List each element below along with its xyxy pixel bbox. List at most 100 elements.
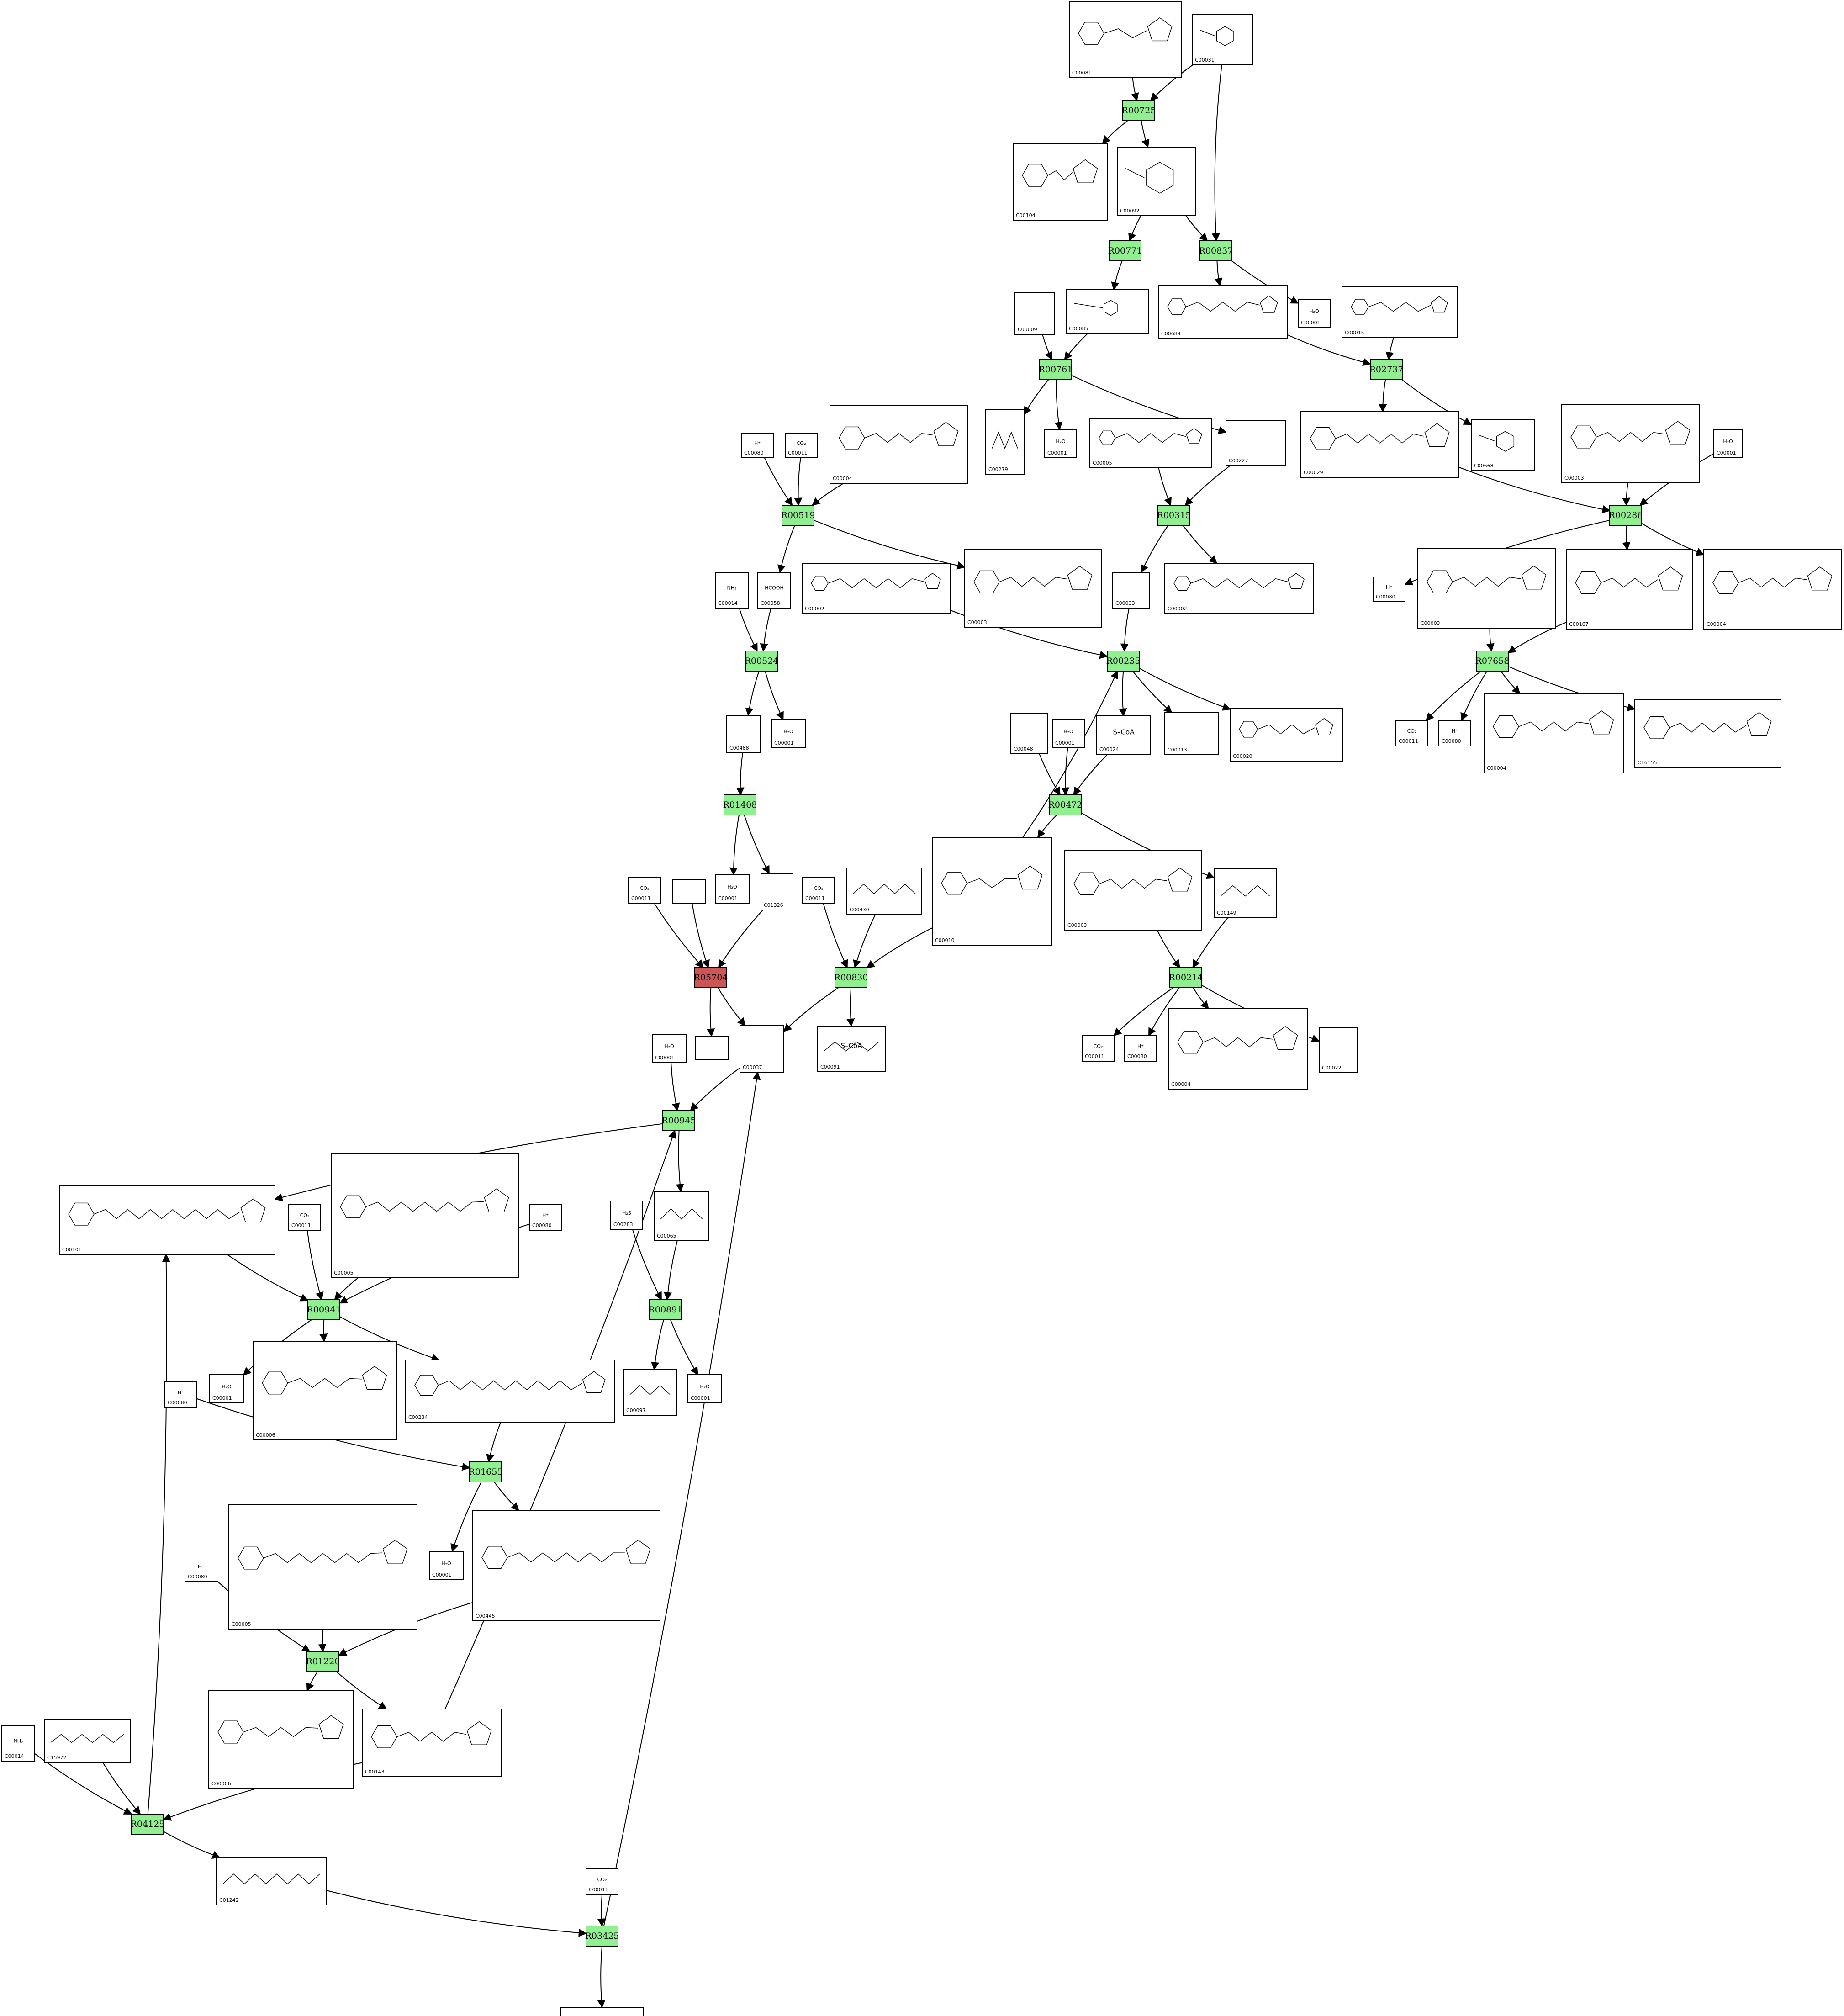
compound-c16155[interactable]: C16155 bbox=[1634, 699, 1781, 768]
compound-c00080a[interactable]: H⁺C00080 bbox=[741, 433, 774, 458]
compound-c00015[interactable]: C00015 bbox=[1342, 286, 1458, 338]
reaction-r00286[interactable]: R00286 bbox=[1609, 505, 1643, 526]
compound-c00167[interactable]: C00167 bbox=[1566, 549, 1693, 630]
compound-c00430[interactable]: C00430 bbox=[846, 868, 922, 915]
compound-c00003b[interactable]: C00003 bbox=[964, 549, 1102, 628]
compound-c00104[interactable]: C00104 bbox=[1013, 143, 1108, 221]
compound-unknown2[interactable] bbox=[695, 1036, 729, 1060]
reaction-r00891[interactable]: R00891 bbox=[649, 1299, 683, 1320]
compound-c00003a[interactable]: C00003 bbox=[1561, 404, 1700, 483]
compound-c00080d[interactable]: H⁺C00080 bbox=[1124, 1035, 1157, 1062]
reaction-r00524[interactable]: R00524 bbox=[745, 651, 779, 672]
reaction-r00771[interactable]: R00771 bbox=[1108, 240, 1142, 261]
compound-c00080c[interactable]: H⁺C00080 bbox=[1438, 720, 1471, 746]
reaction-r00837[interactable]: R00837 bbox=[1199, 240, 1233, 261]
compound-c00279[interactable]: C00279 bbox=[985, 409, 1025, 475]
compound-c01242[interactable]: C01242 bbox=[216, 1857, 327, 1905]
reaction-r01408[interactable]: R01408 bbox=[723, 794, 757, 815]
compound-c00004a[interactable]: C00004 bbox=[830, 405, 968, 484]
compound-c00009[interactable]: C00009 bbox=[1014, 292, 1055, 335]
compound-c00488[interactable]: C00488 bbox=[726, 715, 761, 753]
reaction-r00725[interactable]: R00725 bbox=[1122, 100, 1156, 121]
reaction-r00214[interactable]: R00214 bbox=[1169, 967, 1203, 988]
reaction-r04125[interactable]: R04125 bbox=[131, 1814, 165, 1835]
compound-c00048[interactable]: C00048 bbox=[1010, 713, 1048, 754]
compound-c00031[interactable]: C00031 bbox=[1192, 14, 1253, 65]
compound-c00227[interactable]: C00227 bbox=[1226, 420, 1286, 466]
compound-c00005[interactable]: C00005 bbox=[1089, 418, 1212, 468]
reaction-r00315[interactable]: R00315 bbox=[1157, 505, 1191, 526]
compound-c00004c[interactable]: C00004 bbox=[1484, 693, 1624, 773]
compound-c00668[interactable]: C00668 bbox=[1471, 419, 1535, 471]
compound-c00029[interactable]: C00029 bbox=[1300, 411, 1459, 478]
compound-c00234[interactable]: C00234 bbox=[405, 1360, 615, 1423]
compound-c00002a[interactable]: C00002 bbox=[802, 563, 951, 614]
reaction-r07658[interactable]: R07658 bbox=[1475, 651, 1510, 672]
compound-c00080g[interactable]: H⁺C00080 bbox=[185, 1556, 217, 1582]
compound-c00445[interactable]: C00445 bbox=[472, 1510, 660, 1621]
compound-c00143[interactable]: C00143 bbox=[362, 1709, 502, 1777]
reaction-r02737[interactable]: R02737 bbox=[1369, 359, 1404, 380]
compound-c00006a[interactable]: C00006 bbox=[253, 1341, 397, 1440]
reaction-r01655[interactable]: R01655 bbox=[469, 1461, 503, 1482]
compound-c00004b[interactable]: C00004 bbox=[1703, 549, 1842, 630]
compound-c00149[interactable]: C00149 bbox=[1214, 868, 1277, 918]
compound-c00097[interactable]: C00097 bbox=[623, 1369, 677, 1416]
reaction-r01220[interactable]: R01220 bbox=[306, 1651, 340, 1672]
compound-c00065[interactable]: C00065 bbox=[654, 1191, 709, 1241]
compound-c00092[interactable]: C00092 bbox=[1117, 147, 1196, 216]
compound-c00081[interactable]: C00081 bbox=[1069, 1, 1182, 78]
compound-c00080e[interactable]: H⁺C00080 bbox=[529, 1204, 562, 1231]
reaction-r00235[interactable]: R00235 bbox=[1106, 651, 1141, 672]
reaction-r00519[interactable]: R00519 bbox=[781, 505, 815, 526]
compound-c00085[interactable]: C00085 bbox=[1066, 289, 1149, 334]
compound-c00003c[interactable]: C00003 bbox=[1417, 548, 1556, 629]
compound-c15972[interactable]: C15972 bbox=[44, 1719, 131, 1763]
reaction-r00941[interactable]: R00941 bbox=[307, 1299, 341, 1320]
reaction-r05704[interactable]: R05704 bbox=[694, 967, 728, 988]
compound-c00005b[interactable]: C00005 bbox=[331, 1153, 519, 1278]
reaction-r00472[interactable]: R00472 bbox=[1048, 794, 1083, 815]
compound-c00002b[interactable]: C00002 bbox=[1164, 563, 1314, 614]
compound-c00003d[interactable]: C00003 bbox=[1064, 850, 1202, 931]
compound-c00022[interactable]: C00022 bbox=[1319, 1027, 1358, 1073]
compound-c00080b[interactable]: H⁺C00080 bbox=[1373, 577, 1405, 602]
compound-c00101[interactable]: C00101 bbox=[59, 1185, 275, 1255]
reaction-r03425[interactable]: R03425 bbox=[585, 1926, 619, 1947]
compound-unknown1[interactable] bbox=[672, 879, 706, 904]
reaction-r00761[interactable]: R00761 bbox=[1039, 359, 1073, 380]
reaction-r00830[interactable]: R00830 bbox=[834, 967, 868, 988]
compound-c00013[interactable]: C00013 bbox=[1164, 712, 1219, 755]
compound-c15651[interactable]: C15651 bbox=[560, 2007, 644, 2016]
reaction-r00945[interactable]: R00945 bbox=[662, 1110, 696, 1131]
compound-c00004d[interactable]: C00004 bbox=[1168, 1008, 1308, 1090]
compound-c01326[interactable]: C01326 bbox=[761, 873, 793, 910]
compound-c00005c[interactable]: C00005 bbox=[228, 1504, 417, 1630]
compound-c00689[interactable]: C00689 bbox=[1158, 285, 1288, 339]
compound-c00006b[interactable]: C00006 bbox=[208, 1690, 354, 1789]
compound-c00010[interactable]: C00010 bbox=[932, 837, 1052, 946]
